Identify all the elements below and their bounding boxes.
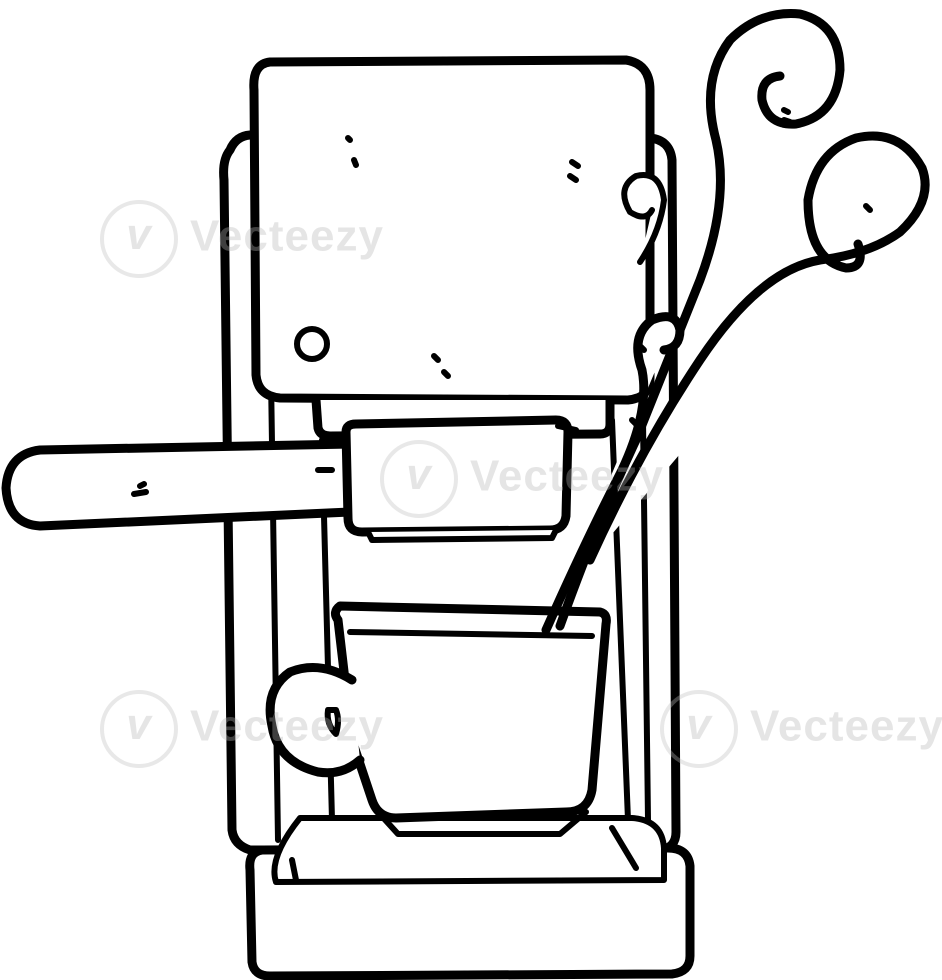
- machine-head: [249, 55, 655, 405]
- detail-marks: [345, 135, 581, 379]
- handle-marks: [131, 467, 335, 497]
- cup-handle: [265, 663, 365, 778]
- steam-swirl-small: [541, 312, 685, 635]
- portafilter-spout: [365, 527, 559, 543]
- drip-tray-top: [271, 815, 667, 885]
- cup-saucer: [375, 809, 589, 837]
- drip-tray-inner: [289, 825, 639, 883]
- steam-swirl-large-right: [585, 131, 930, 565]
- portafilter-basket: [341, 415, 573, 537]
- coffee-cup-rim: [347, 629, 595, 639]
- steam-marks: [629, 107, 873, 427]
- cup-handle-hole: [324, 707, 341, 737]
- basket-rim-accent: [555, 423, 579, 433]
- portafilter-handle: [1, 439, 357, 531]
- steam-swirl-mini: [621, 172, 667, 265]
- indicator-light-icon: [294, 326, 330, 362]
